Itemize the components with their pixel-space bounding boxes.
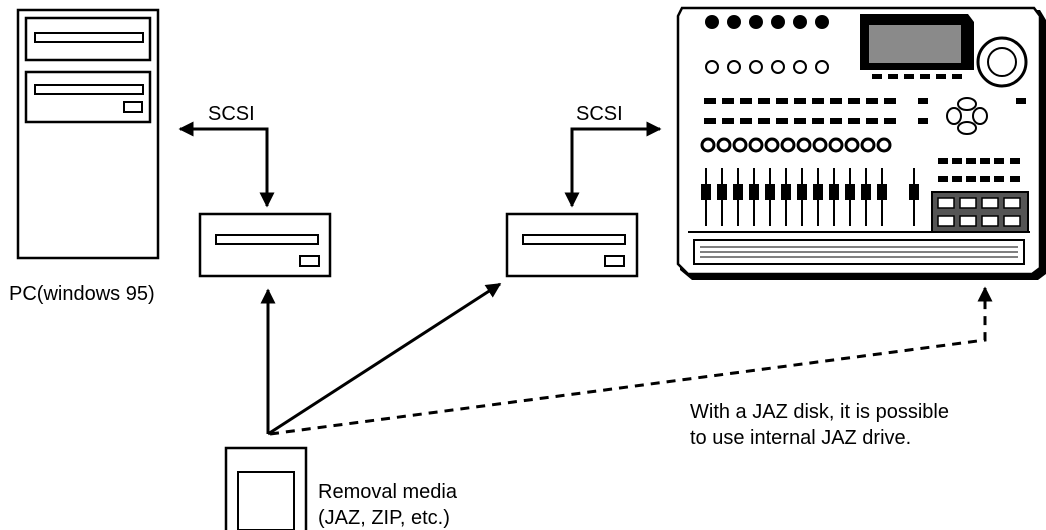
media-to-right-drive-arrow [267,282,502,436]
pc-tower-icon [16,8,160,260]
external-drive-left-icon [198,212,332,278]
scsi-right-label: SCSI [576,103,623,125]
scsi-link-left [178,121,275,208]
media-to-recorder-dashed-arrow [269,286,993,436]
digital-recorder-icon [676,6,1046,280]
note-line2: to use internal JAZ drive. [690,427,911,449]
media-label-line2: (JAZ, ZIP, etc.) [318,507,450,529]
note-line1: With a JAZ disk, it is possible [690,401,949,423]
media-label-line1: Removal media [318,481,458,503]
pc-label: PC(windows 95) [9,283,155,305]
scsi-link-right [564,121,662,208]
removable-media-icon [224,446,308,530]
scsi-left-label: SCSI [208,103,255,125]
external-drive-right-icon [505,212,639,278]
